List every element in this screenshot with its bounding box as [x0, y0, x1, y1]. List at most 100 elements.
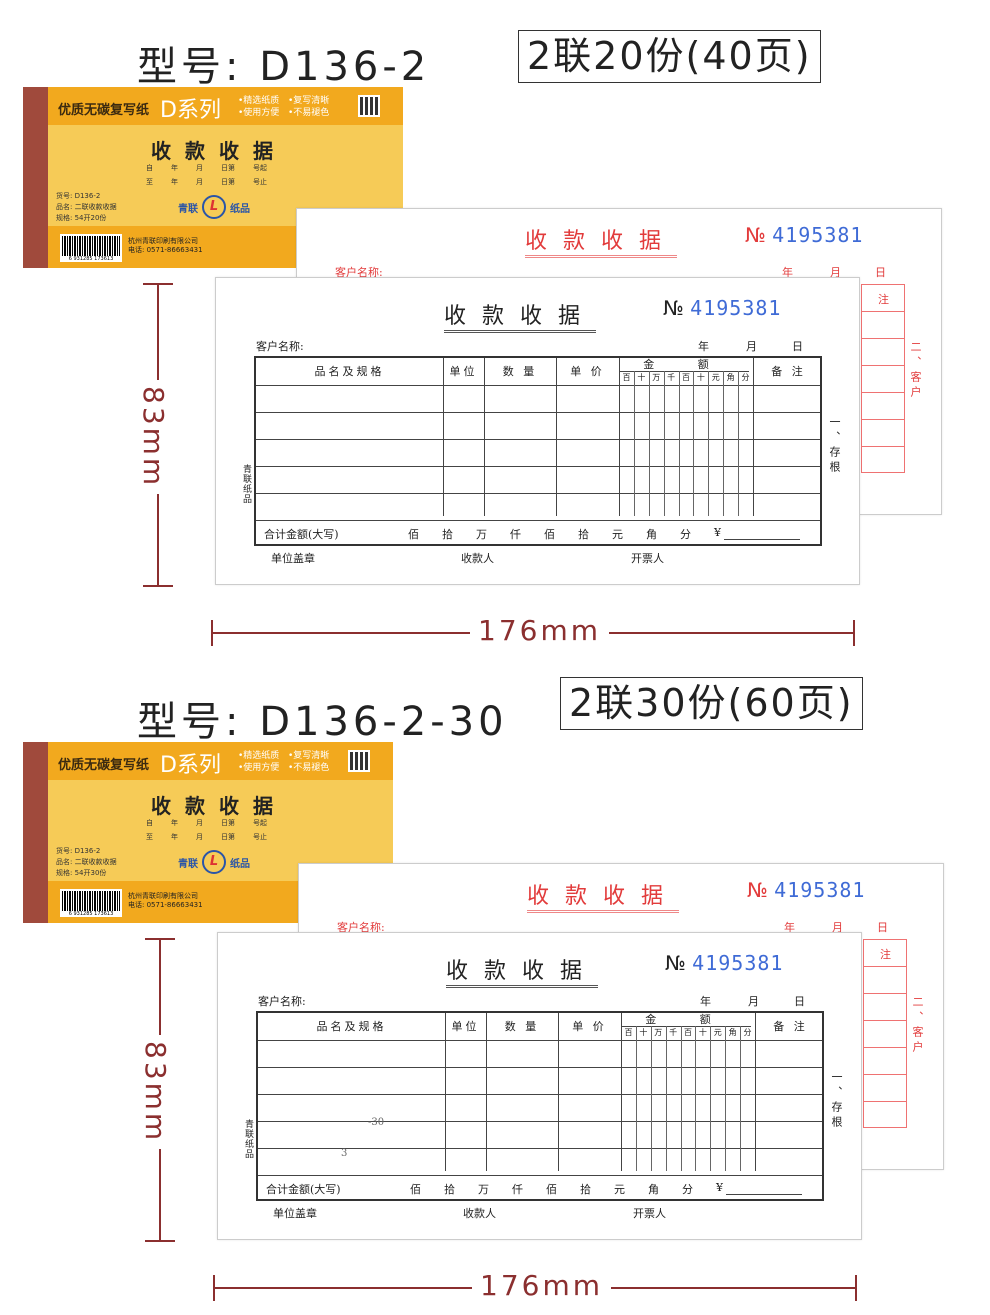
copy-row-line: [864, 1101, 906, 1102]
amount-column-line: [663, 371, 665, 516]
total-unit: 元: [614, 1183, 625, 1196]
footer-seal: 单位盖章: [273, 1207, 317, 1220]
copy-row-line: [864, 1020, 906, 1021]
total-unit: 拾: [580, 1183, 591, 1196]
column-line: [445, 1013, 446, 1171]
total-unit: 佰: [546, 1183, 557, 1196]
date-year: 年: [698, 340, 709, 353]
total-unit: 仟: [512, 1183, 523, 1196]
copy-receipt-number: № 4195381: [747, 878, 865, 902]
receipt-table: 品名及规格 单位 数 量 单 价 金 额 备 注 百十万千百十元角分 合计金额(…: [254, 356, 822, 546]
header-amount: 金 额: [643, 358, 729, 371]
cover-feature: •使用方便: [238, 763, 280, 773]
total-unit: 万: [478, 1183, 489, 1196]
footer-issuer: 开票人: [633, 1207, 666, 1220]
amount-unit: 元: [713, 1028, 722, 1037]
total-unit: 万: [476, 528, 487, 541]
amount-unit: 分: [743, 1028, 752, 1037]
company-phone: 电话: 0571-86663431: [128, 246, 203, 254]
amount-column-line: [695, 1026, 697, 1171]
cover-from-text: 号起: [253, 819, 267, 827]
dimension-tick: [145, 1240, 175, 1242]
copy-label: 二、客户: [911, 996, 924, 1056]
column-line: [558, 1013, 559, 1171]
width-dimension-label: 176mm: [470, 614, 609, 647]
dimension-tick: [213, 1275, 215, 1301]
form-title: 收款收据: [446, 953, 599, 988]
brand-logo: 青联 L 纸品: [178, 195, 250, 219]
total-unit: 佰: [410, 1183, 421, 1196]
row-line: [258, 1094, 822, 1095]
cover-feature: •不易褪色: [288, 763, 330, 773]
amount-unit: 千: [669, 1028, 678, 1037]
no-label: №: [747, 878, 768, 902]
copy-year: 年: [782, 266, 793, 279]
copy-table-fragment: 注: [861, 284, 905, 473]
header-quantity: 数 量: [502, 365, 538, 378]
cover-to-row: 至年月日第号止: [146, 832, 267, 842]
copy-row-line: [862, 419, 904, 420]
amount-unit: 角: [728, 1028, 737, 1037]
cover-top-band: [48, 87, 403, 125]
logo-mark-icon: L: [202, 195, 226, 219]
cover-feature: •精选纸质: [238, 96, 280, 106]
footer-seal: 单位盖章: [271, 552, 315, 565]
amount-column-line: [680, 1026, 682, 1171]
logo-left-text: 青联: [178, 203, 198, 215]
cover-from-text: 月: [196, 164, 203, 172]
column-line: [486, 1013, 487, 1171]
row-line: [256, 385, 820, 386]
total-unit: 佰: [408, 528, 419, 541]
row-line: [256, 412, 820, 413]
cover-from-text: 年: [171, 819, 178, 827]
copy-row-line: [862, 446, 904, 447]
model-label: 型号:: [137, 699, 243, 745]
total-unit: 拾: [442, 528, 453, 541]
qr-code-icon: [358, 95, 380, 117]
dimension-tick: [853, 620, 855, 646]
cover-company: 杭州青联印刷有限公司电话: 0571-86663431: [128, 237, 203, 255]
cover-to-text: 至: [146, 178, 153, 186]
cover-from-text: 号起: [253, 164, 267, 172]
logo-right-text: 纸品: [230, 203, 250, 215]
cover-to-text: 日第: [221, 178, 235, 186]
header-price: 单 价: [570, 365, 605, 378]
form-receipt-number: № 4195381: [663, 296, 781, 320]
copy-receipt-number: № 4195381: [745, 223, 863, 247]
copy-label: 二、客户: [909, 341, 922, 401]
copy-row-line: [864, 993, 906, 994]
copy-table-fragment: 注: [863, 939, 907, 1128]
footer-issuer: 开票人: [631, 552, 664, 565]
model-heading: 型号: D136-2: [137, 34, 430, 92]
cover-from-text: 日第: [221, 819, 235, 827]
width-dimension-label: 176mm: [472, 1269, 611, 1302]
cover-feature: •复写清晰: [288, 96, 330, 106]
stub-sheet: 收款收据 № 4195381 客户名称: 年月日 品名及规格 单位 数 量 单 …: [217, 932, 862, 1240]
amount-sub-line: [621, 1026, 751, 1027]
dimension-tick: [143, 585, 173, 587]
cover-title: 收款收据: [151, 139, 287, 163]
total-unit: 元: [612, 528, 623, 541]
copy-row-line: [862, 311, 904, 312]
amount-column-line: [665, 1026, 667, 1171]
cover-to-text: 号止: [253, 833, 267, 841]
amount-unit: 十: [696, 373, 705, 382]
copy-month: 月: [832, 921, 843, 934]
cover-from-text: 自: [146, 819, 153, 827]
qr-code-icon: [348, 750, 370, 772]
cover-series: D系列: [160, 98, 221, 123]
amount-unit: 分: [741, 373, 750, 382]
cover-to-row: 至年月日第号止: [146, 177, 267, 187]
row-line: [258, 1067, 822, 1068]
row-line: [256, 466, 820, 467]
customer-name-label: 客户名称:: [256, 340, 304, 353]
cover-to-text: 年: [171, 178, 178, 186]
amount-column-line: [648, 371, 650, 516]
date-month: 月: [748, 995, 759, 1008]
header-unit: 单位: [449, 365, 478, 378]
date-day: 日: [792, 340, 803, 353]
copy-row-line: [862, 338, 904, 339]
amount-column-line: [693, 371, 695, 516]
